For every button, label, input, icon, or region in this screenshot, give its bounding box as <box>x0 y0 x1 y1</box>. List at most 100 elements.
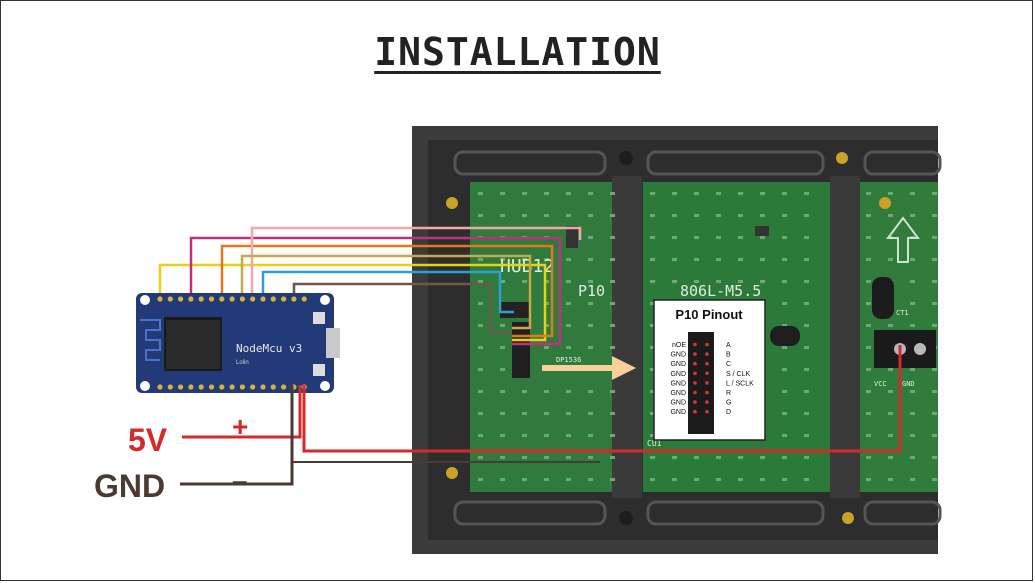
led-dot <box>804 412 809 415</box>
usb-port <box>326 328 340 358</box>
led-dot <box>588 456 593 459</box>
led-dot <box>672 280 677 283</box>
led-dot <box>888 456 893 459</box>
led-dot <box>738 236 743 239</box>
led-dot <box>544 302 549 305</box>
led-dot <box>866 456 871 459</box>
panel-rib <box>830 176 860 498</box>
nodemcu-brand: Lolin <box>236 360 249 366</box>
pinout-left-label: GND <box>670 352 686 359</box>
led-dot <box>478 434 483 437</box>
led-dot <box>566 258 571 261</box>
header-pin <box>229 384 235 390</box>
header-pin <box>188 384 194 390</box>
led-dot <box>500 258 505 261</box>
led-dot <box>566 192 571 195</box>
led-dot <box>544 412 549 415</box>
power-wires <box>180 345 902 486</box>
screw <box>446 467 458 479</box>
led-dot <box>932 456 937 459</box>
led-dot <box>888 258 893 261</box>
led-dot <box>650 236 655 239</box>
led-dot <box>544 214 549 217</box>
led-dot <box>932 214 937 217</box>
pinout-right-label: S / CLK <box>726 371 750 378</box>
led-dot <box>738 456 743 459</box>
led-dot <box>588 280 593 283</box>
led-dot <box>932 236 937 239</box>
led-dot <box>588 214 593 217</box>
led-dot <box>694 478 699 481</box>
led-dot <box>782 324 787 327</box>
led-dot <box>500 368 505 371</box>
header-pin <box>281 296 287 302</box>
led-dot <box>804 192 809 195</box>
gnd-label: GND <box>94 468 165 504</box>
board-hole <box>320 295 330 305</box>
led-dot <box>932 478 937 481</box>
led-dot <box>694 236 699 239</box>
led-dot <box>738 478 743 481</box>
led-dot <box>866 192 871 195</box>
led-dot <box>760 280 765 283</box>
header-pin <box>250 296 256 302</box>
led-dot <box>888 412 893 415</box>
nodemcu-board: NodeMcu v3 Lolin <box>136 293 340 393</box>
led-dot <box>566 456 571 459</box>
led-dot <box>716 258 721 261</box>
led-dot <box>650 456 655 459</box>
led-dot <box>804 324 809 327</box>
led-dot <box>522 214 527 217</box>
led-dot <box>888 434 893 437</box>
led-dot <box>910 280 915 283</box>
pinout-pin <box>693 342 697 347</box>
pinout-pin <box>693 352 697 356</box>
led-dot <box>610 412 615 415</box>
led-dot <box>782 390 787 393</box>
led-dot <box>716 214 721 217</box>
header-pin <box>229 296 235 302</box>
silk-vcc: VCC <box>874 380 887 388</box>
panel-slot <box>863 500 942 526</box>
led-dot <box>782 236 787 239</box>
led-dot <box>760 456 765 459</box>
header-pin <box>260 384 266 390</box>
led-dot <box>588 236 593 239</box>
led-dot <box>650 346 655 349</box>
panel-rib <box>612 176 642 498</box>
pinout-pin <box>705 381 709 385</box>
capacitor <box>770 326 800 346</box>
signal-wire <box>158 263 547 342</box>
ic-chip <box>755 226 769 236</box>
led-dot <box>588 192 593 195</box>
led-dot <box>804 302 809 305</box>
led-dot <box>610 456 615 459</box>
led-dot <box>716 192 721 195</box>
led-dot <box>500 434 505 437</box>
pinout-right-label: D <box>726 409 731 416</box>
led-dot <box>804 456 809 459</box>
led-dot <box>760 236 765 239</box>
led-dot <box>610 192 615 195</box>
led-dot <box>588 434 593 437</box>
led-dot <box>588 302 593 305</box>
led-dot <box>888 192 893 195</box>
led-dot <box>650 258 655 261</box>
led-dot <box>782 302 787 305</box>
5v-label: 5V <box>128 422 168 458</box>
led-dot <box>544 478 549 481</box>
terminal-screw <box>914 343 926 355</box>
led-dot <box>544 280 549 283</box>
led-dot <box>782 280 787 283</box>
led-dot <box>760 214 765 217</box>
silk-hub: HUB12 <box>500 256 554 277</box>
led-dot <box>566 390 571 393</box>
pinout-right-label: A <box>726 342 731 349</box>
minus-sign: – <box>232 465 248 496</box>
led-dot <box>500 412 505 415</box>
pinout-pin <box>693 361 697 366</box>
led-dot <box>478 412 483 415</box>
header-pin <box>188 296 194 302</box>
led-dot <box>588 412 593 415</box>
pinout-left-label: GND <box>670 390 686 397</box>
